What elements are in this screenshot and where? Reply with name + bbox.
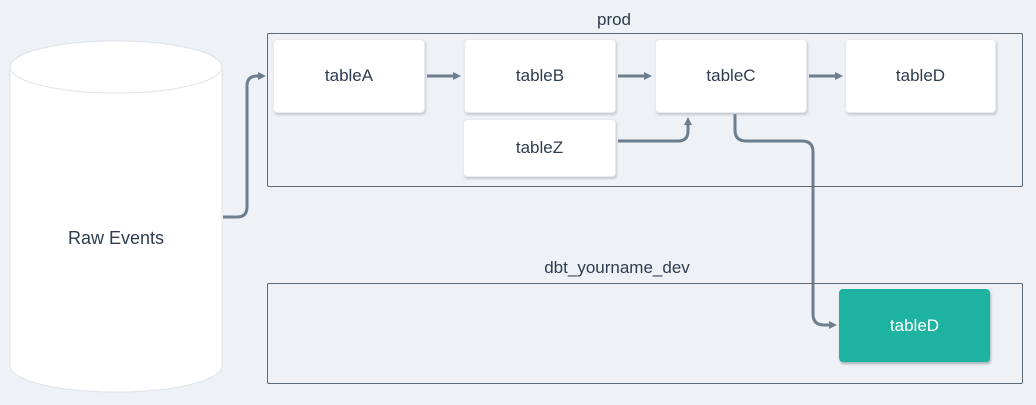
node-tablez-label: tableZ	[515, 138, 564, 157]
database-cylinder-lid	[9, 40, 223, 94]
node-tablea[interactable]: tableA	[273, 39, 425, 113]
container-prod-label: prod	[596, 10, 632, 29]
node-tabled[interactable]: tableD	[845, 39, 996, 113]
node-tablea-label: tableA	[324, 66, 374, 85]
node-tabled-label: tableD	[895, 66, 946, 85]
node-tablez[interactable]: tableZ	[463, 119, 616, 177]
database-cylinder[interactable]	[9, 40, 223, 393]
container-dev	[267, 283, 1023, 384]
source-node-label: Raw Events	[67, 228, 165, 248]
node-tablec[interactable]: tableC	[655, 39, 807, 113]
edge-tablec-to-dev-tabled	[733, 114, 837, 329]
node-tableb[interactable]: tableB	[464, 39, 616, 113]
node-dev-tabled-label: tableD	[889, 315, 940, 335]
edge-raw-events-to-tablea	[223, 72, 266, 219]
container-dev-label: dbt_yourname_dev	[544, 258, 690, 277]
node-tablec-label: tableC	[706, 66, 756, 85]
edge-tablez-to-tablec	[618, 117, 692, 143]
container-prod	[267, 33, 1023, 187]
node-tableb-label: tableB	[515, 66, 565, 85]
node-dev-tabled[interactable]: tableD	[839, 289, 990, 362]
